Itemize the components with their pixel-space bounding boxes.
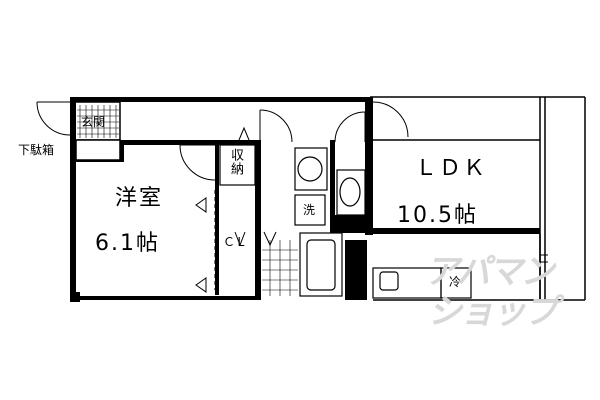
fridge-label: 冷	[449, 275, 462, 289]
genkan-label: 玄関	[81, 115, 106, 129]
window-marks	[70, 209, 76, 271]
top-outline	[370, 96, 586, 301]
room-doors	[179, 101, 409, 293]
western-room-name: 洋室	[115, 186, 164, 211]
genkan-box	[74, 101, 121, 161]
ldk-name: ＬＤＫ	[415, 156, 488, 181]
kitchen-counter	[372, 267, 472, 299]
closet-label: ＣＬ	[223, 235, 248, 249]
hall-walls	[75, 140, 370, 300]
ldk-size: 10.5帖	[397, 203, 478, 228]
outer-walls	[70, 97, 540, 302]
bathroom	[294, 147, 366, 297]
bath-floor-tiles	[262, 240, 298, 296]
getabako-label: 下駄箱	[18, 143, 55, 157]
balcony-rails	[540, 254, 548, 263]
entrance-door	[36, 101, 71, 136]
storage-box	[219, 144, 256, 186]
western-room-size: 6.1帖	[95, 231, 160, 256]
washer-label: 洗	[303, 203, 316, 217]
storage-label: 収納	[228, 148, 243, 176]
watermark-line-2: ショップ	[428, 292, 558, 332]
watermark-line-1: アパマン	[425, 252, 554, 292]
